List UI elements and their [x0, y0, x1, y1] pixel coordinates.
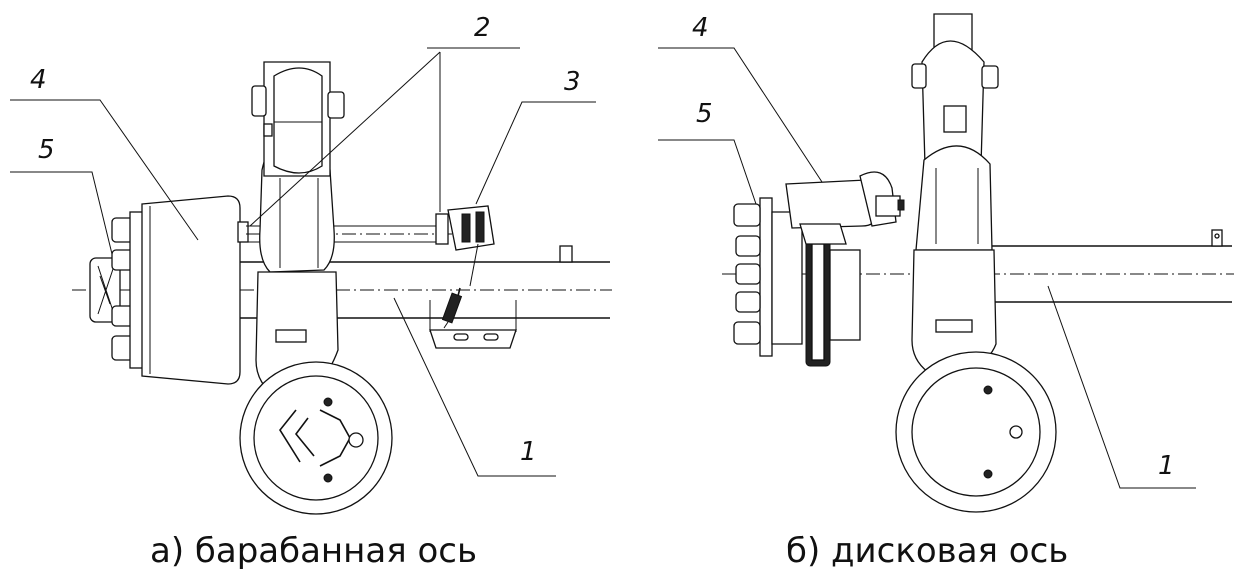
air-spring [239, 361, 393, 515]
brake-disc [805, 237, 831, 367]
callout-5: 5 [38, 135, 55, 165]
disc-callout-leaders [658, 47, 1196, 489]
drum-callout-labels: 4 5 2 3 1 [30, 13, 581, 467]
callout-1: 1 [520, 437, 537, 467]
caliper [785, 171, 905, 245]
drum-callout-leaders [10, 47, 596, 477]
callout-2: 2 [474, 13, 491, 43]
callout-1: 1 [1158, 451, 1175, 481]
caption-disc-axle: б) дисковая ось [786, 531, 1068, 571]
callout-5: 5 [696, 99, 713, 129]
return-spring [441, 287, 463, 329]
wheel-bolts [111, 217, 135, 361]
caption-drum-axle: а) барабанная ось [150, 531, 477, 571]
slack-adjuster [435, 205, 495, 287]
disc-callout-labels: 4 5 1 [692, 13, 1175, 481]
disc-air-spring [895, 351, 1057, 513]
disc-axle-drawing [722, 13, 1234, 513]
disc-wheel-bolts [733, 203, 761, 345]
callout-4: 4 [30, 65, 47, 95]
callout-4: 4 [692, 13, 709, 43]
callout-3: 3 [564, 67, 581, 97]
